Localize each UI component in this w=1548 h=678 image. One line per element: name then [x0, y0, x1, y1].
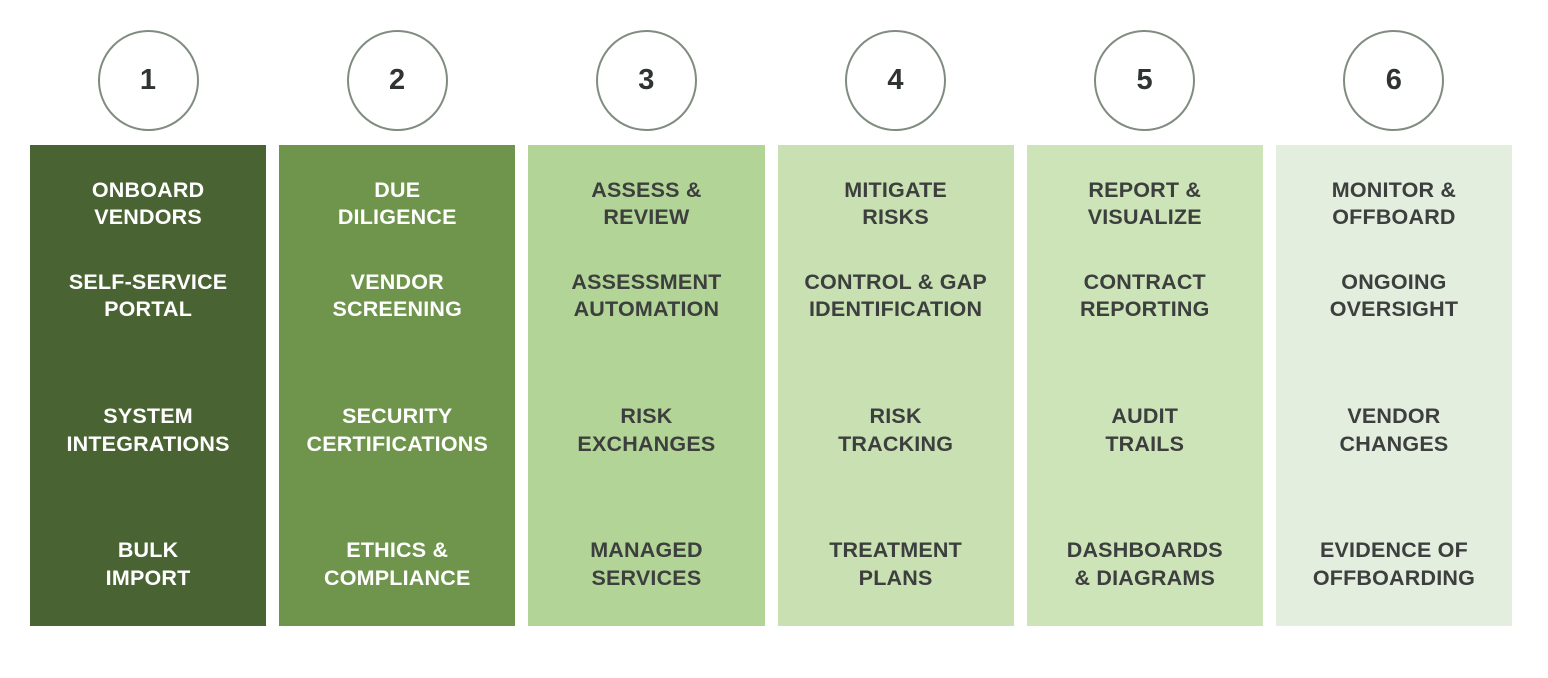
- stage-item: CONTROL & GAP IDENTIFICATION: [804, 270, 987, 322]
- stage-item: ONGOING OVERSIGHT: [1329, 270, 1459, 322]
- stage-title-4: MITIGATE RISKS: [844, 178, 947, 230]
- stage-title-2: DUE DILIGENCE: [337, 178, 457, 230]
- step-number-2: 2: [389, 64, 406, 96]
- stage-item: SELF-SERVICE PORTAL: [68, 270, 228, 322]
- stage-items-3: ASSESSMENT AUTOMATION RISK EXCHANGES MAN…: [534, 269, 758, 596]
- stage-items-4: CONTROL & GAP IDENTIFICATION RISK TRACKI…: [784, 269, 1008, 596]
- stage-item: ASSESSMENT AUTOMATION: [571, 270, 722, 322]
- stage-item: VENDOR CHANGES: [1339, 404, 1449, 456]
- stage-item: SECURITY CERTIFICATIONS: [306, 404, 489, 456]
- stage-items-5: CONTRACT REPORTING AUDIT TRAILS DASHBOAR…: [1033, 269, 1257, 596]
- stage-item: BULK IMPORT: [105, 538, 191, 590]
- step-number-5: 5: [1136, 64, 1153, 96]
- stage-item: MANAGED SERVICES: [590, 538, 703, 590]
- step-circle-1: 1: [97, 30, 199, 131]
- stage-columns-row: ONBOARD VENDORS SELF-SERVICE PORTAL SYST…: [30, 145, 1513, 626]
- stage-item: AUDIT TRAILS: [1105, 404, 1185, 456]
- stage-item: RISK TRACKING: [838, 404, 954, 456]
- step-circle-cell-5: 5: [1027, 28, 1263, 133]
- step-circle-2: 2: [346, 30, 448, 131]
- step-circle-4: 4: [845, 30, 947, 131]
- stage-column-1: ONBOARD VENDORS SELF-SERVICE PORTAL SYST…: [30, 145, 267, 626]
- stage-items-1: SELF-SERVICE PORTAL SYSTEM INTEGRATIONS …: [36, 269, 260, 596]
- stage-items-6: ONGOING OVERSIGHT VENDOR CHANGES EVIDENC…: [1282, 269, 1506, 596]
- step-circle-cell-2: 2: [279, 28, 515, 133]
- step-number-6: 6: [1385, 64, 1403, 96]
- stage-column-6: MONITOR & OFFBOARD ONGOING OVERSIGHT VEN…: [1275, 145, 1513, 626]
- stage-column-2: DUE DILIGENCE VENDOR SCREENING SECURITY …: [279, 145, 516, 626]
- stage-item: EVIDENCE OF OFFBOARDING: [1312, 538, 1476, 590]
- step-number-4: 4: [887, 64, 904, 96]
- stage-title-5: REPORT & VISUALIZE: [1087, 178, 1202, 230]
- step-circle-3: 3: [595, 30, 697, 131]
- stage-title-3: ASSESS & REVIEW: [591, 178, 702, 230]
- stage-items-2: VENDOR SCREENING SECURITY CERTIFICATIONS…: [285, 269, 509, 596]
- stage-title-1: ONBOARD VENDORS: [91, 178, 205, 230]
- step-number-3: 3: [638, 64, 655, 96]
- stage-column-3: ASSESS & REVIEW ASSESSMENT AUTOMATION RI…: [528, 145, 765, 626]
- step-circle-row: 1 2 3 4 5 6: [30, 28, 1512, 133]
- step-circle-cell-3: 3: [528, 28, 764, 133]
- step-circle-cell-6: 6: [1276, 28, 1512, 133]
- step-circle-cell-4: 4: [778, 28, 1014, 133]
- stage-column-5: REPORT & VISUALIZE CONTRACT REPORTING AU…: [1026, 145, 1263, 626]
- stage-item: CONTRACT REPORTING: [1079, 270, 1210, 322]
- stage-column-4: MITIGATE RISKS CONTROL & GAP IDENTIFICAT…: [777, 145, 1014, 626]
- stage-item: ETHICS & COMPLIANCE: [323, 538, 471, 590]
- stage-title-6: MONITOR & OFFBOARD: [1331, 178, 1457, 230]
- step-circle-5: 5: [1094, 30, 1196, 131]
- step-circle-cell-1: 1: [30, 28, 266, 133]
- stage-item: DASHBOARDS & DIAGRAMS: [1066, 538, 1223, 590]
- step-number-1: 1: [139, 64, 157, 96]
- stage-item: VENDOR SCREENING: [332, 270, 463, 322]
- stage-item: RISK EXCHANGES: [577, 404, 716, 456]
- step-circle-6: 6: [1343, 30, 1445, 131]
- stage-item: SYSTEM INTEGRATIONS: [66, 404, 230, 456]
- stage-item: TREATMENT PLANS: [829, 538, 962, 590]
